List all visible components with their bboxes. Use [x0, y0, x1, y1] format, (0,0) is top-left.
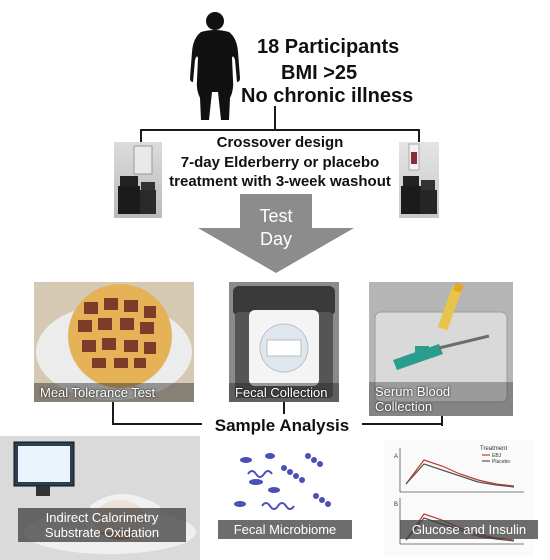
sample-bracket-horizontal-right: [362, 423, 443, 425]
design-line-3: treatment with 3-week washout: [169, 173, 391, 190]
sample-analysis-title: Sample Analysis: [214, 416, 350, 435]
connector-vertical-top: [274, 106, 276, 130]
placebo-bottles-photo: [114, 142, 162, 218]
connector-horizontal-top: [140, 129, 420, 131]
serum-blood-photo: Serum Blood Collection: [369, 282, 513, 416]
mini-chart-legend-item-1: EBJ: [492, 453, 502, 459]
connector-right-drop: [418, 129, 420, 145]
sample-bracket-center-drop: [283, 402, 285, 414]
microbiome-caption: Fecal Microbiome: [218, 520, 352, 539]
meal-tolerance-photo: Meal Tolerance Test: [34, 282, 194, 402]
panel-a-series-1: [405, 459, 515, 487]
calorimetry-photo: Indirect Calorimetry Substrate Oxidation: [0, 436, 200, 560]
test-day-label-2: Day: [259, 229, 292, 249]
sample-bracket-right-drop: [441, 416, 443, 426]
mini-chart-legend-title: Treatment: [480, 446, 507, 452]
mini-chart-panel-b: B: [394, 502, 398, 508]
mini-chart-legend-item-2: Placebo: [492, 459, 510, 465]
panel-a-series-2: [405, 463, 515, 488]
participants-text: 18 Participants: [257, 36, 400, 58]
design-line-1: Crossover design: [216, 134, 344, 151]
elderberry-bottles-photo: [399, 142, 439, 218]
meal-tolerance-caption: Meal Tolerance Test: [34, 383, 194, 402]
bmi-text: BMI >25: [281, 62, 358, 84]
serum-blood-caption: Serum Blood Collection: [369, 382, 513, 416]
sample-bracket-horizontal-left: [112, 423, 202, 425]
connector-left-drop: [140, 129, 142, 145]
design-line-2: 7-day Elderberry or placebo: [180, 154, 380, 171]
fecal-collection-photo: Fecal Collection: [229, 282, 339, 402]
test-day-arrow: [198, 194, 354, 273]
sample-bracket-left-drop: [112, 402, 114, 424]
microbiome-graphic: [234, 453, 331, 510]
health-text: No chronic illness: [241, 85, 414, 107]
glucose-insulin-caption: Glucose and Insulin: [400, 520, 538, 539]
mini-chart-panel-a: A: [394, 454, 398, 460]
fecal-collection-caption: Fecal Collection: [229, 383, 339, 402]
calorimetry-caption: Indirect Calorimetry Substrate Oxidation: [18, 508, 186, 542]
test-day-label-1: Test: [259, 206, 293, 226]
person-silhouette-icon: [190, 12, 240, 120]
